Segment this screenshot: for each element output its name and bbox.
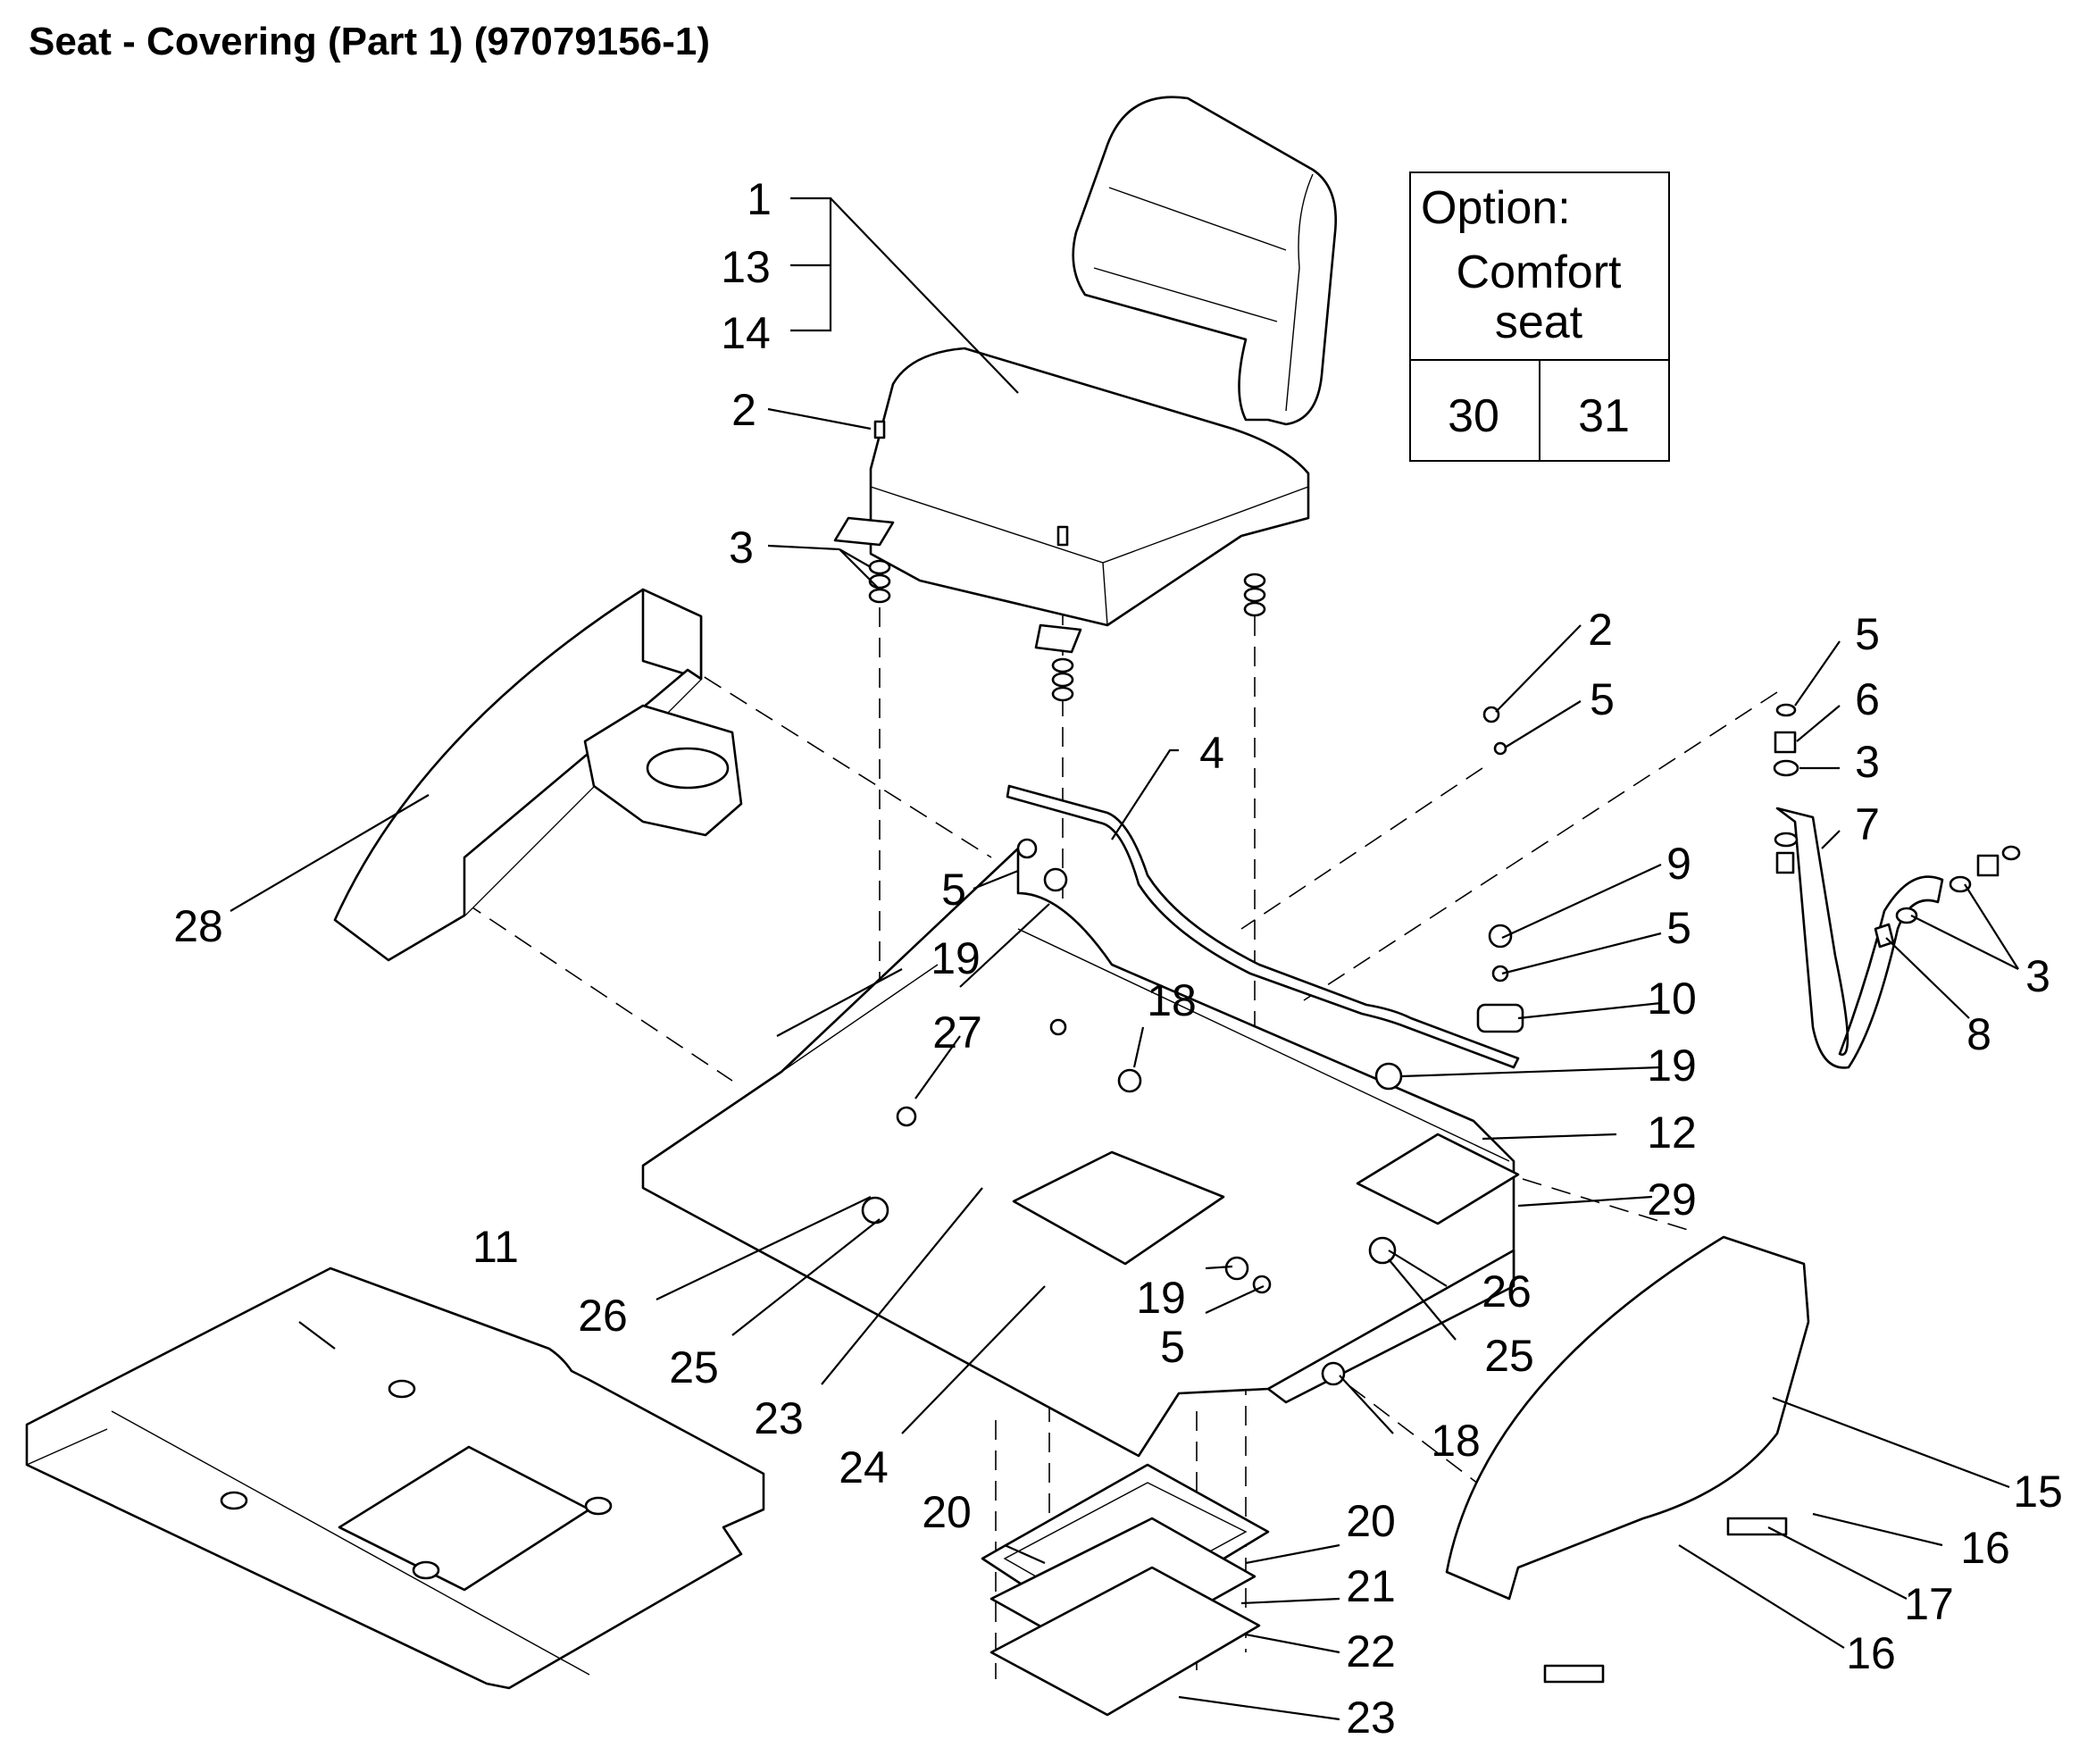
callout-21: 21 (1346, 1561, 1396, 1611)
callout-3-left: 3 (729, 523, 754, 573)
callout-13: 13 (721, 242, 771, 292)
right-side-panel (1445, 1235, 1810, 1601)
callout-4: 4 (1199, 728, 1224, 778)
seat-rail (1006, 784, 1520, 1069)
callout-23-bottom: 23 (1346, 1693, 1396, 1743)
option-heading: Option: (1421, 182, 1571, 234)
callout-1: 1 (747, 174, 772, 224)
option-line1: Comfort (1457, 247, 1622, 298)
callout-17: 17 (1904, 1579, 1954, 1629)
callout-27: 27 (932, 1007, 982, 1058)
callout-5-mid: 5 (1666, 903, 1691, 953)
callout-5-right: 5 (1590, 674, 1615, 724)
callout-25-right: 25 (1484, 1331, 1534, 1381)
option-line2: seat (1495, 297, 1583, 348)
diagram-title: Seat - Covering (Part 1) (97079156-1) (29, 20, 710, 63)
callout-28: 28 (173, 901, 223, 951)
callout-14: 14 (721, 308, 771, 358)
callout-7: 7 (1855, 799, 1880, 849)
callout-8: 8 (1966, 1009, 1991, 1059)
hardware-fasteners (861, 706, 1788, 1684)
callout-6: 6 (1855, 674, 1880, 724)
callout-labels: 1 13 14 2 3 28 4 5 19 27 18 2 5 5 6 3 7 … (173, 174, 2063, 1743)
callout-26-right: 26 (1482, 1267, 1532, 1317)
option-cell-30: 30 (1448, 390, 1499, 442)
callout-25-left: 25 (669, 1342, 719, 1392)
callout-20-left: 20 (922, 1487, 972, 1537)
callout-26-left: 26 (578, 1291, 628, 1341)
callout-16-right: 16 (1960, 1523, 2010, 1573)
callout-20-right: 20 (1346, 1496, 1396, 1546)
callout-22: 22 (1346, 1626, 1396, 1676)
left-side-panel (333, 588, 743, 962)
bottom-frames (981, 1463, 1270, 1717)
floor-plate (25, 1267, 765, 1690)
leader-lines (230, 196, 2019, 1721)
callout-19-low: 19 (1136, 1273, 1186, 1323)
callout-15: 15 (2013, 1467, 2063, 1517)
callout-5-low: 5 (1160, 1322, 1185, 1372)
seat-assembly (833, 96, 1337, 654)
callout-10: 10 (1647, 974, 1697, 1024)
callout-9: 9 (1666, 839, 1691, 889)
callout-12: 12 (1647, 1108, 1697, 1158)
callout-18-top: 18 (1147, 975, 1197, 1025)
callout-29: 29 (1647, 1175, 1697, 1225)
washer-stacks (868, 420, 1266, 702)
callout-2-right: 2 (1588, 605, 1613, 655)
seat-base-covering (641, 847, 1520, 1458)
callout-19-right: 19 (1647, 1041, 1697, 1091)
callout-16-bottom: 16 (1846, 1628, 1896, 1678)
callout-11: 11 (472, 1222, 519, 1272)
callout-23-top: 23 (754, 1393, 804, 1443)
option-box: Option: Comfort seat 30 31 (1409, 171, 1670, 462)
callout-5-base: 5 (941, 865, 966, 915)
callout-19-left: 19 (931, 933, 981, 983)
callout-2-top: 2 (731, 385, 756, 435)
option-cell-31: 31 (1578, 390, 1630, 442)
callout-3-strap: 3 (1855, 737, 1880, 787)
callout-24: 24 (839, 1442, 889, 1492)
callout-5-strap: 5 (1855, 609, 1880, 659)
callout-18-low: 18 (1431, 1416, 1481, 1466)
callout-3-right: 3 (2025, 951, 2050, 1001)
